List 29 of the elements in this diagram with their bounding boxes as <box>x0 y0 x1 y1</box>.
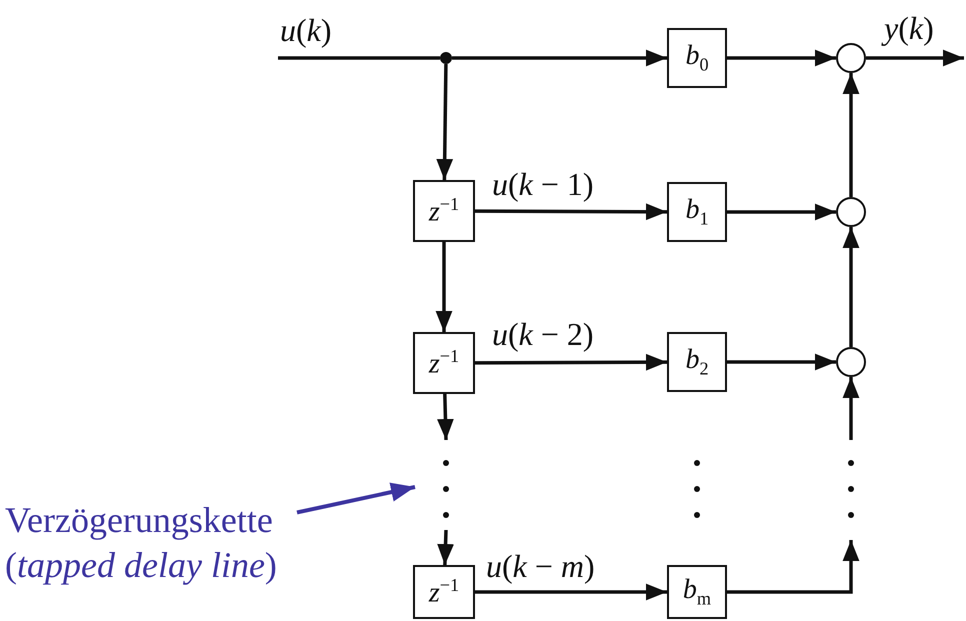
signal-arrow <box>437 394 454 440</box>
signal-arrow <box>436 64 454 180</box>
signal-arrow <box>475 584 667 600</box>
signal-arrow <box>866 50 964 66</box>
signal-arrow <box>437 530 454 566</box>
signal-arrow <box>842 73 860 197</box>
signal-arrow <box>475 203 667 220</box>
junction-dot <box>440 52 452 64</box>
signal-arrow <box>436 242 452 332</box>
coefficient-box: b$_{1}$ <box>667 182 727 242</box>
coefficient-box: b$_{2}$ <box>667 332 727 392</box>
delay-box: z$^{−1}$ <box>413 180 475 242</box>
summing-circle <box>836 43 866 73</box>
leader-arrow <box>296 482 416 514</box>
signal-arrow <box>727 540 860 594</box>
signal-arrow <box>727 354 836 370</box>
signal-arrow <box>842 377 860 440</box>
signal-arrow <box>727 204 836 220</box>
summing-circle <box>836 197 866 227</box>
signal-arrow <box>452 50 667 66</box>
signal-arrow <box>842 227 860 347</box>
annotation-text: Verzögerungskette (tapped delay line) <box>5 498 297 588</box>
delay-box: z$^{−1}$ <box>413 565 475 619</box>
signal-arrow <box>475 354 667 371</box>
delay-box: z$^{−1}$ <box>413 332 475 394</box>
coefficient-box: b$_{0}$ <box>667 28 727 88</box>
summing-circle <box>836 347 866 377</box>
coefficient-box: b$_{m}$ <box>667 565 727 619</box>
signal-arrow <box>727 50 836 66</box>
